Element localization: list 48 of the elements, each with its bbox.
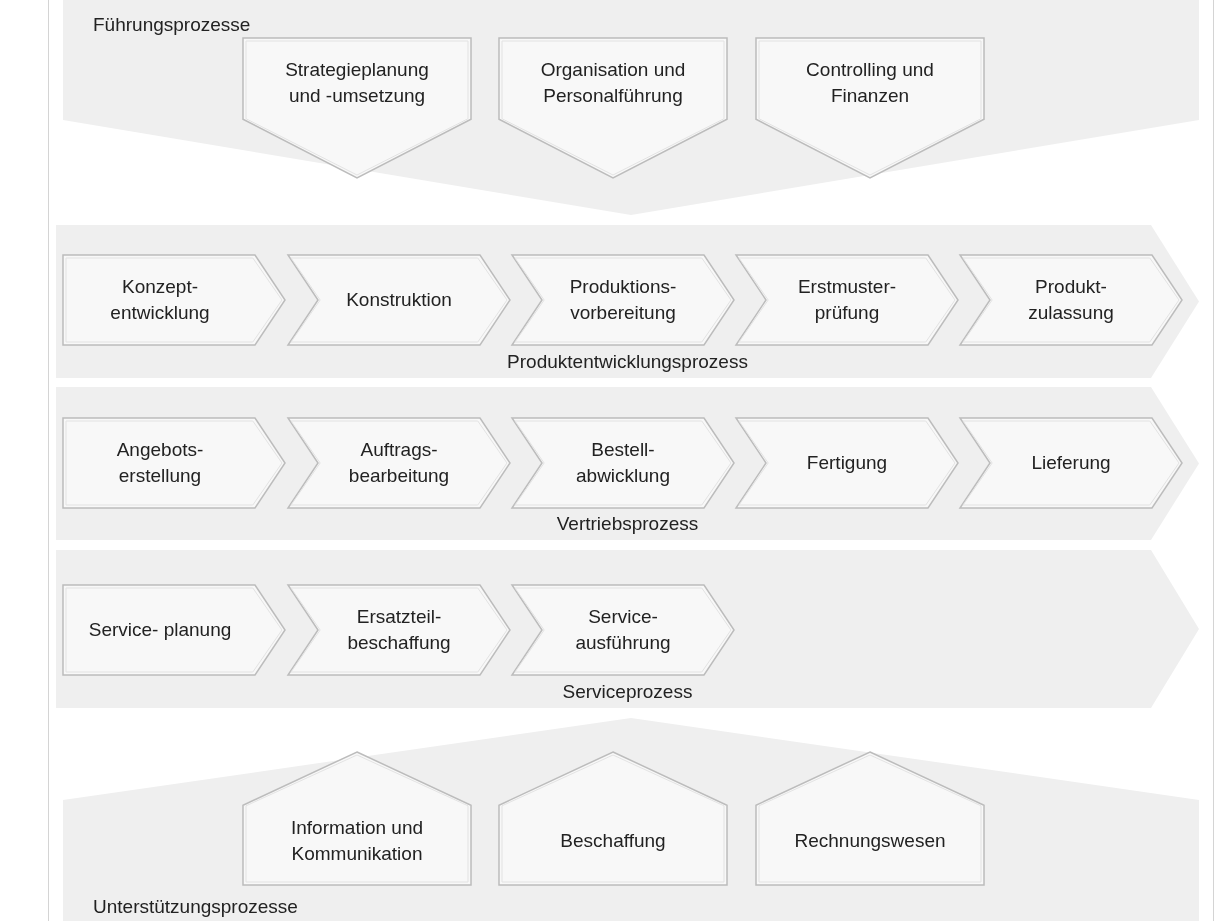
chevron-step [288,255,510,345]
step-label: Service- planung [88,618,232,643]
process-band [63,0,1199,215]
process-band [63,718,1199,921]
chevron-step [736,418,958,508]
step-label: Erstmuster- prüfung [796,275,898,325]
step-label: Angebots- erstellung [115,438,205,488]
step-label: Rechnungswesen [794,828,946,853]
chevron-step [736,255,958,345]
chevron-step [512,418,734,508]
house-box [499,752,727,885]
process-band [56,387,1199,540]
step-label: Produktions- vorbereitung [568,275,678,325]
chevron-step [288,585,510,675]
step-label: Konzept- entwicklung [109,275,211,325]
house-box [756,752,984,885]
pentagon-box [499,38,727,178]
process-band [56,550,1199,708]
step-label: Controlling und Finanzen [805,58,935,108]
step-label: Fertigung [806,451,888,476]
step-label: Organisation und Personalführung [539,58,687,108]
chevron-step [63,418,285,508]
chevron-step [512,255,734,345]
chevron-step [63,255,285,345]
pentagon-box [756,38,984,178]
step-label: Konstruktion [346,288,452,313]
step-label: Auftrags- bearbeitung [347,438,451,488]
step-label: Strategieplanung und -umsetzung [284,58,430,108]
step-label: Service- ausführung [574,605,672,655]
band-title: Serviceprozess [562,681,693,704]
chevron-step [288,418,510,508]
chevron-step [960,418,1182,508]
band-title: Produktentwicklungsprozess [507,351,748,374]
chevron-step [63,585,285,675]
band-title: Führungsprozesse [93,14,251,37]
step-label: Beschaffung [560,828,666,853]
chevron-step [512,585,734,675]
chevron-step [960,255,1182,345]
band-title: Vertriebsprozess [556,513,699,536]
step-label: Information und Kommunikation [290,815,424,866]
pentagon-box [243,38,471,178]
step-label: Produkt- zulassung [1027,275,1115,325]
house-box [243,752,471,885]
process-band [56,225,1199,378]
band-title: Unterstützungsprozesse [93,896,298,919]
step-label: Ersatzteil- beschaffung [346,605,452,655]
step-label: Bestell- abwicklung [575,438,671,488]
step-label: Lieferung [1031,451,1111,476]
